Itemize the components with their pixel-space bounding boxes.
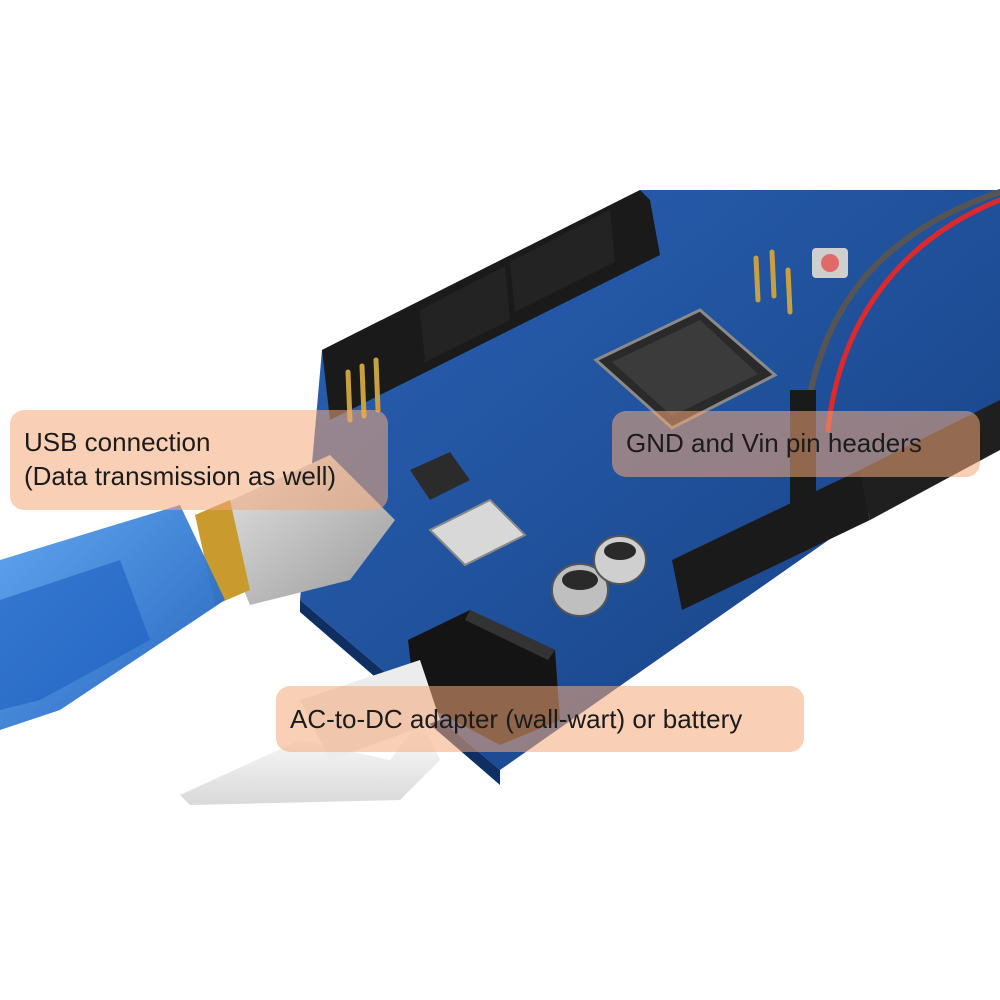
power-adapter-callout: AC-to-DC adapter (wall-wart) or battery: [276, 686, 804, 752]
usb-interface-chip: [410, 452, 470, 500]
gnd-vin-callout-text: GND and Vin pin headers: [626, 428, 922, 458]
crystal-oscillator: [428, 498, 527, 567]
microcontroller-chip: [593, 308, 778, 430]
power-callout-text: AC-to-DC adapter (wall-wart) or battery: [290, 704, 743, 734]
usb-callout-line2: (Data transmission as well): [24, 461, 337, 491]
reset-button: [812, 248, 848, 278]
capacitors: [551, 535, 647, 617]
top-pin-header: [322, 190, 660, 420]
usb-connection-callout: USB connection (Data transmission as wel…: [10, 410, 388, 510]
gnd-vin-callout: GND and Vin pin headers: [612, 411, 980, 477]
usb-callout-line1: USB connection: [24, 427, 211, 457]
